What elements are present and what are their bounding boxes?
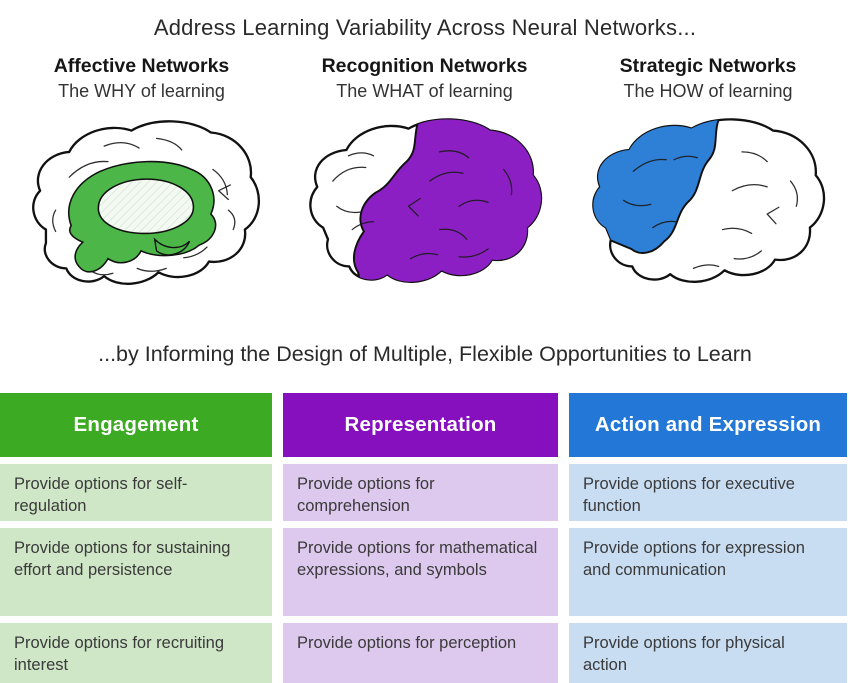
table-header-engagement: Engagement	[0, 393, 272, 457]
table-header-representation: Representation	[283, 393, 558, 457]
strategic-brain-icon	[592, 118, 826, 284]
table-cell-representation-2: Provide options for mathematical express…	[283, 528, 558, 616]
udl-guidelines-table: Engagement Representation Action and Exp…	[0, 393, 850, 683]
table-cell-action-1: Provide options for executive function	[569, 464, 847, 521]
table-cell-representation-1: Provide options for comprehension	[283, 464, 558, 521]
affective-network-column: Affective Networks The WHY of learning	[0, 55, 283, 324]
affective-brain-icon	[31, 120, 260, 286]
recognition-network-subtitle: The WHAT of learning	[336, 81, 513, 102]
strategic-network-subtitle: The HOW of learning	[623, 81, 793, 102]
table-cell-engagement-2: Provide options for sustaining effort an…	[0, 528, 272, 616]
table-cell-action-3: Provide options for physical action	[569, 623, 847, 683]
table-cell-representation-3: Provide options for perception	[283, 623, 558, 683]
table-cell-engagement-3: Provide options for recruiting interest	[0, 623, 272, 683]
bottom-title: ...by Informing the Design of Multiple, …	[98, 342, 752, 367]
strategic-network-column: Strategic Networks The HOW of learning	[566, 55, 850, 324]
affective-network-title: Affective Networks	[53, 55, 230, 77]
affective-brain-illustration	[0, 106, 283, 324]
table-cell-engagement-1: Provide options for self-regulation	[0, 464, 272, 521]
recognition-brain-icon	[308, 118, 542, 284]
strategic-brain-illustration	[566, 106, 850, 324]
networks-row: Affective Networks The WHY of learning	[0, 55, 850, 324]
top-title: Address Learning Variability Across Neur…	[153, 15, 697, 40]
recognition-network-title: Recognition Networks	[321, 55, 528, 77]
recognition-brain-illustration	[283, 106, 566, 324]
table-header-action-expression: Action and Expression	[569, 393, 847, 457]
affective-network-subtitle: The WHY of learning	[58, 81, 225, 102]
recognition-network-column: Recognition Networks The WHAT of learnin…	[283, 55, 566, 324]
table-cell-action-2: Provide options for expression and commu…	[569, 528, 847, 616]
strategic-network-title: Strategic Networks	[619, 55, 797, 77]
